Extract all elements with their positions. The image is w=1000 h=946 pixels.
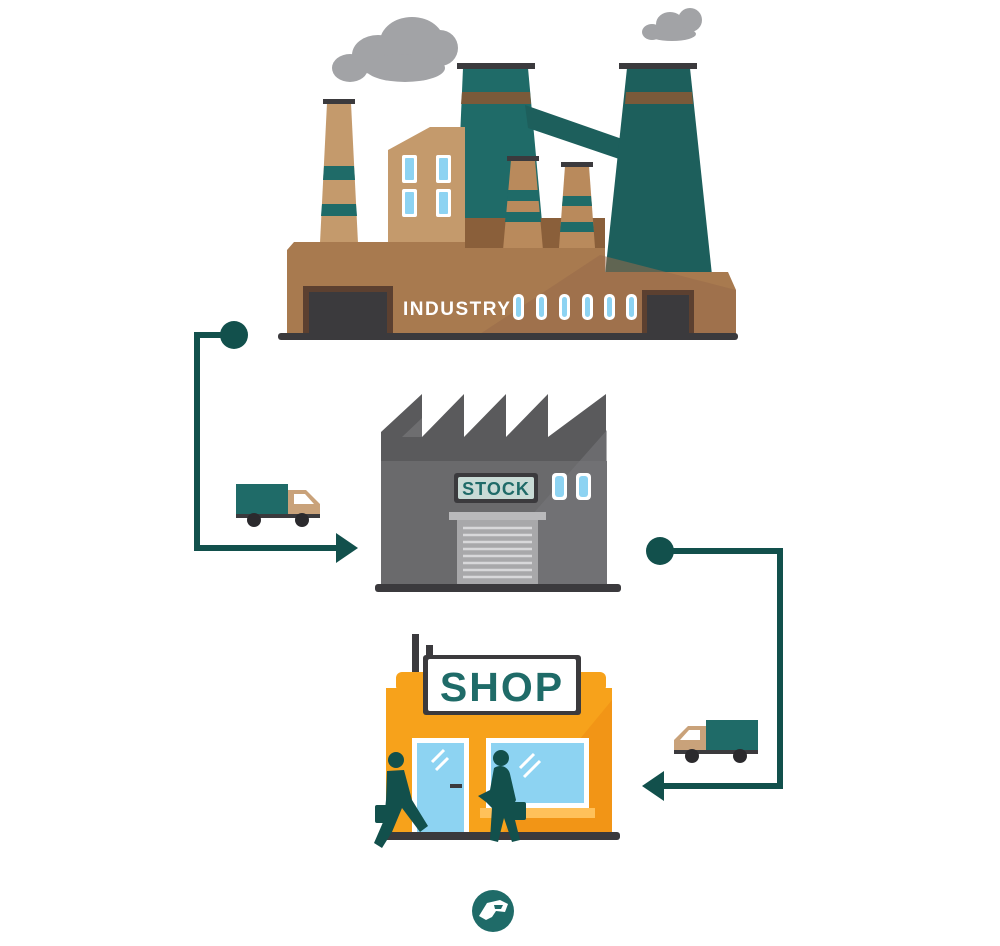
pipe-icon [525, 105, 625, 160]
industry-factory-icon: INDUSTRY [278, 8, 738, 340]
delivery-truck-icon [236, 484, 320, 527]
brand-logo-icon [472, 890, 514, 932]
arrow-left-icon [642, 771, 664, 801]
window-row [513, 294, 637, 320]
stock-warehouse-icon: STOCK [375, 394, 621, 592]
stock-to-shop-connector [642, 537, 783, 801]
industry-to-stock-connector [194, 321, 358, 563]
shopper-woman-icon [478, 750, 526, 842]
delivery-truck-icon [674, 720, 758, 763]
shop-store-icon: SHOP [374, 634, 620, 848]
smoke-cloud-icon [332, 17, 458, 82]
smoke-cloud-icon [642, 8, 702, 41]
industry-label: INDUSTRY [403, 299, 511, 320]
shopper-man-icon [374, 752, 428, 848]
cooling-tower-icon [605, 63, 712, 275]
warehouse-door [457, 520, 538, 585]
shop-label: SHOP [440, 664, 564, 710]
chimney-icon [320, 99, 358, 243]
chimney-icon [503, 156, 543, 250]
arrow-right-icon [336, 533, 358, 563]
office-building-icon [388, 127, 465, 243]
chimney-icon [557, 162, 597, 275]
stock-label: STOCK [462, 479, 530, 499]
